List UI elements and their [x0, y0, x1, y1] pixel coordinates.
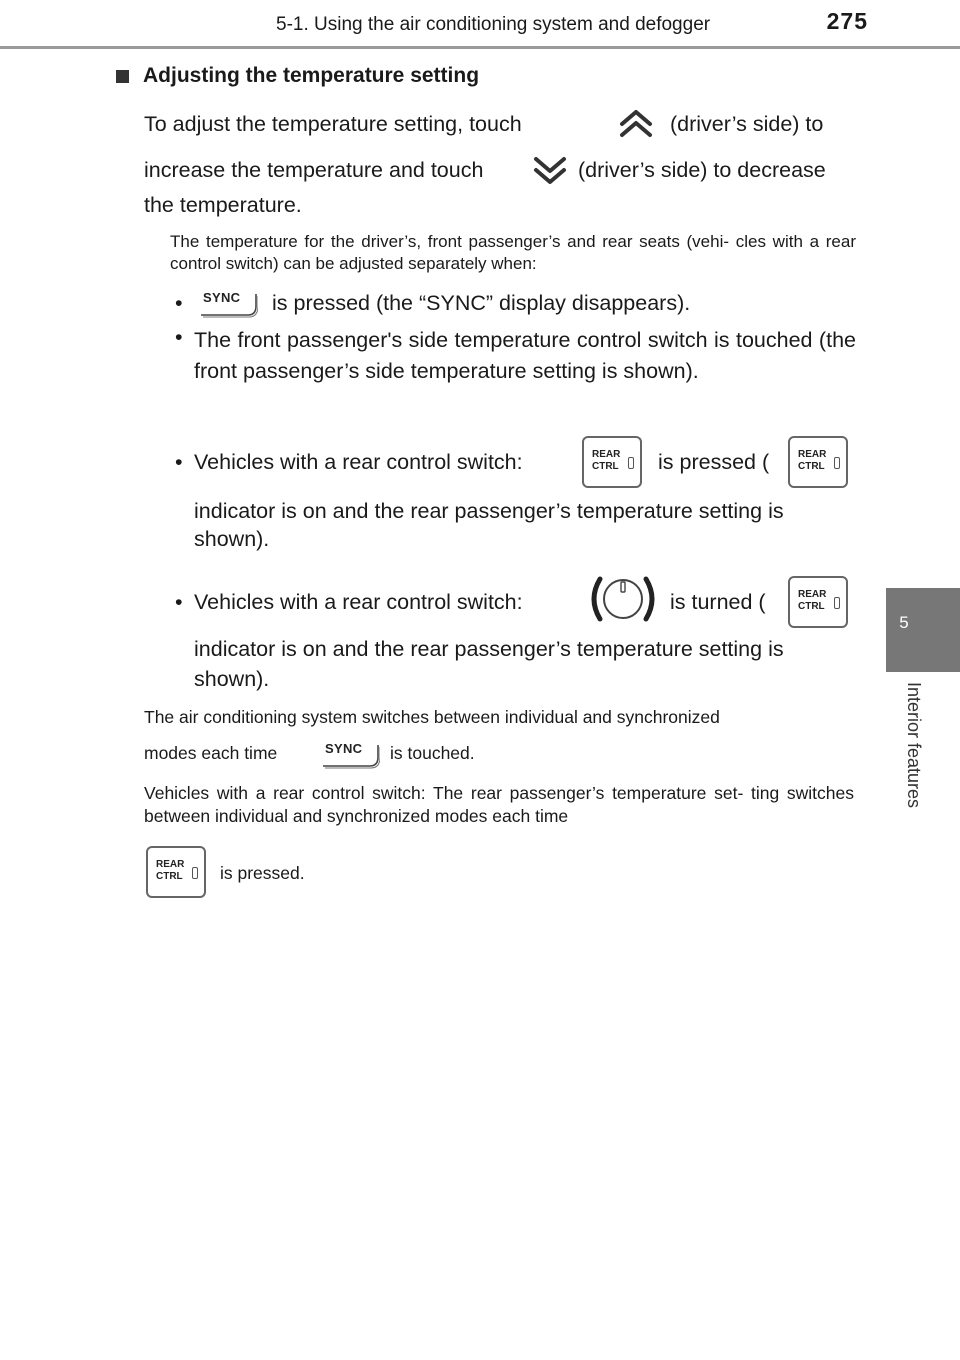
bullet-3-text-c: indicator is on and the rear passenger’s…	[194, 499, 784, 523]
sync-mode-text-c: is touched.	[390, 743, 475, 763]
chapter-tab: 5	[886, 588, 960, 672]
intro-line-1a: To adjust the temperature setting, touch	[144, 112, 522, 136]
section-heading-text: Adjusting the temperature setting	[143, 64, 480, 87]
bullet-2-text: The front passenger's side temperature c…	[194, 328, 856, 383]
square-bullet-icon	[116, 69, 129, 83]
intro-line-2b: (driver’s side) to decrease	[578, 158, 826, 182]
header-rule	[0, 46, 960, 49]
bullet-dot: •	[175, 291, 183, 315]
indicator-led-icon	[834, 597, 840, 609]
bullet-dot: •	[175, 450, 183, 474]
page-number: 275	[826, 8, 868, 34]
rear-mode-text: Vehicles with a rear control switch: The…	[144, 783, 854, 826]
bullet-4-text-a: Vehicles with a rear control switch:	[194, 590, 523, 614]
bullet-1-text: is pressed (the “SYNC” display disappear…	[272, 291, 691, 315]
indicator-led-icon	[834, 457, 840, 469]
bullet-3-text-a: Vehicles with a rear control switch:	[194, 450, 523, 474]
bullet-4-text-b: is turned (	[670, 590, 766, 614]
sync-button-icon: SYNC	[320, 739, 380, 769]
sync-label: SYNC	[325, 741, 363, 756]
rear-mode-text-end: is pressed.	[220, 863, 305, 883]
chapter-title: 5-1. Using the air conditioning system a…	[276, 14, 711, 35]
bullet-3-text-d: shown).	[194, 527, 270, 551]
intro-line-2a: increase the temperature and touch	[144, 158, 484, 182]
note-text: The temperature for the driver’s, front …	[170, 232, 856, 273]
section-heading: Adjusting the temperature setting	[116, 64, 479, 88]
bullet-4-text-c: indicator is on and the rear passenger’s…	[194, 637, 784, 661]
bullet-dot: •	[175, 325, 183, 349]
bullet-3-text-b: is pressed (	[658, 450, 770, 474]
intro-line-3: the temperature.	[144, 193, 302, 217]
intro-line-1b: (driver’s side) to	[670, 112, 824, 136]
bullet-dot: •	[175, 590, 183, 614]
sync-label: SYNC	[203, 290, 241, 305]
chapter-number: 5	[899, 613, 909, 632]
double-chevron-up-icon	[620, 110, 652, 137]
chapter-label: Interior features	[904, 682, 924, 809]
sync-mode-text-a: The air conditioning system switches bet…	[144, 707, 720, 727]
sync-mode-text-b: modes each time	[144, 743, 278, 763]
indicator-led-icon	[628, 457, 634, 469]
indicator-led-icon	[192, 867, 198, 879]
sync-button-icon: SYNC	[198, 288, 258, 318]
rotary-knob-icon	[591, 576, 655, 622]
double-chevron-down-icon	[534, 157, 566, 184]
bullet-4-text-d: shown).	[194, 667, 270, 691]
